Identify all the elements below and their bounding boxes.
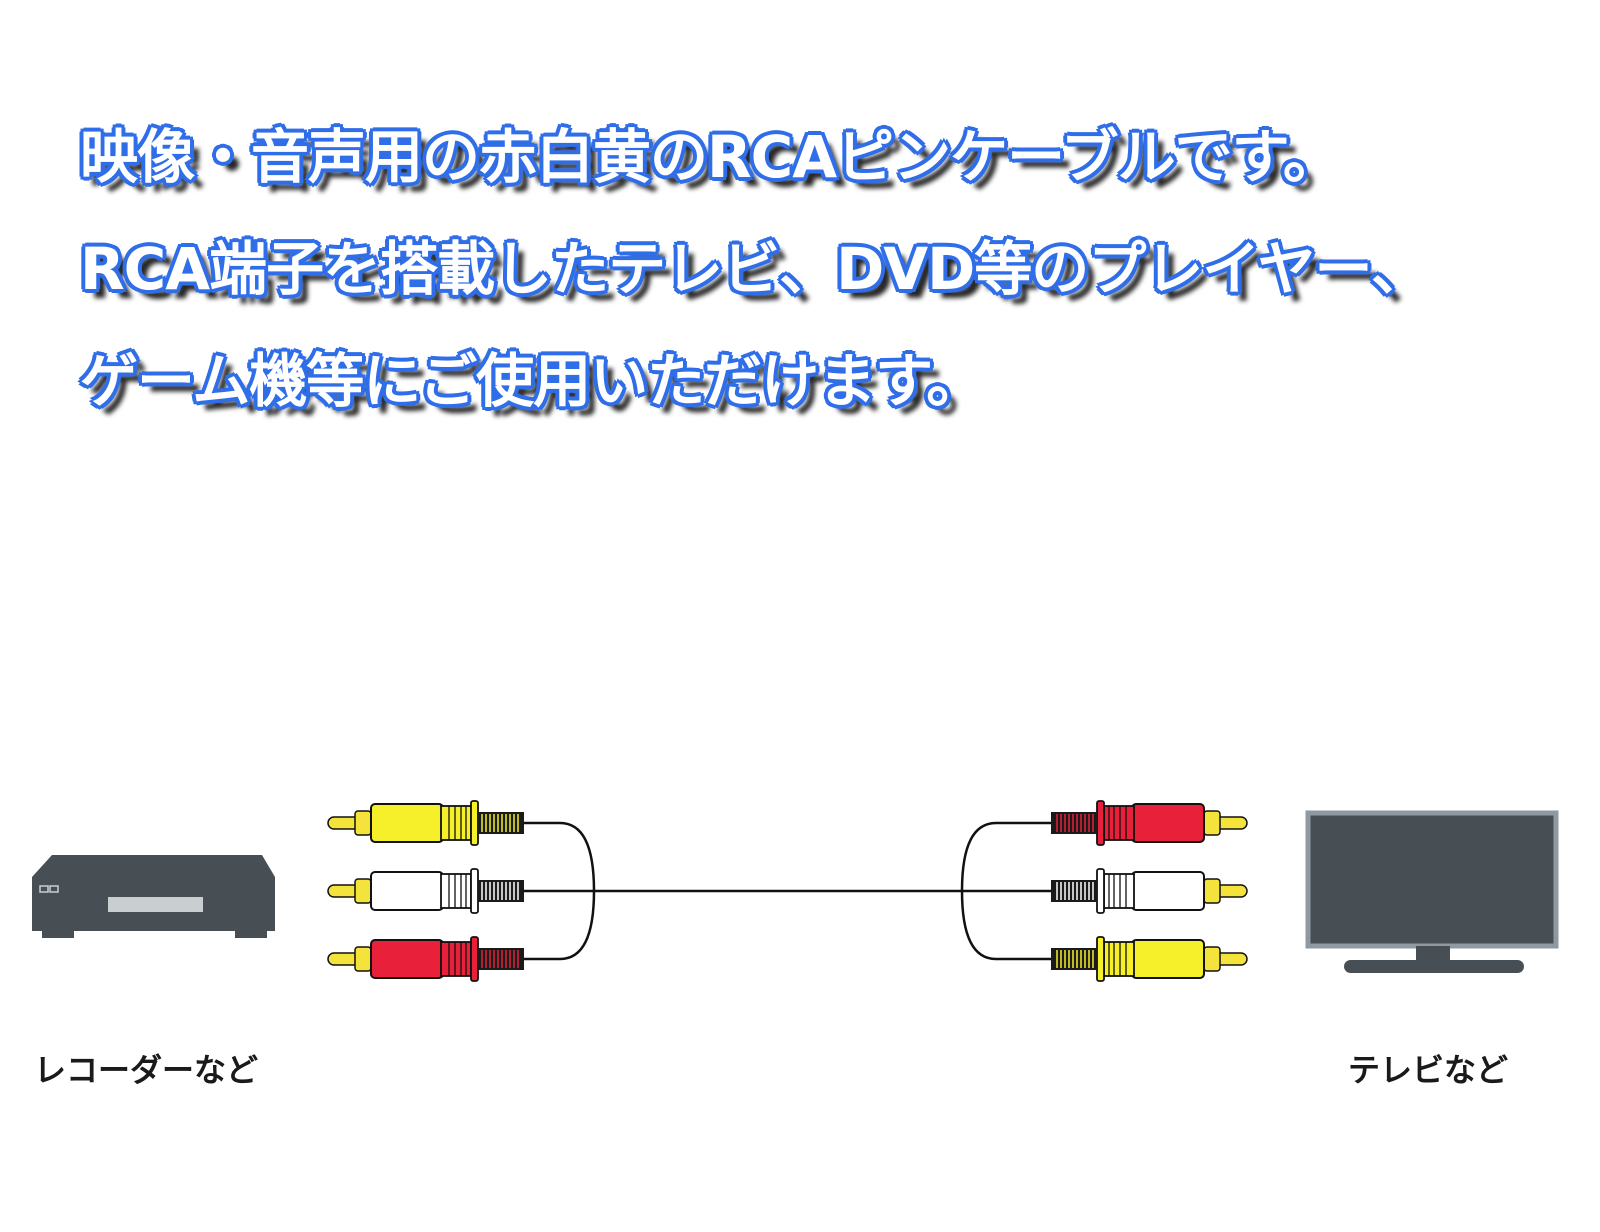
tv-icon <box>1305 810 1559 973</box>
tv-caption: テレビなど <box>1348 1051 1509 1089</box>
headline-line-1: 映像・音声用の赤白黄のRCAピンケーブルです。 <box>80 123 1341 191</box>
left-plug-white <box>327 868 525 914</box>
headline-line-3: ゲーム機等にご使用いただけます。 <box>80 347 984 415</box>
cable-wires <box>521 821 1076 961</box>
left-plug-red <box>327 936 525 982</box>
right-plug-red <box>1050 800 1248 846</box>
recorder-caption: レコーダーなど <box>34 1051 259 1089</box>
right-plug-white <box>1050 868 1248 914</box>
left-plug-yellow <box>327 800 525 846</box>
headline-line-2: RCA端子を搭載したテレビ、DVD等のプレイヤー、 <box>80 235 1429 303</box>
recorder-icon <box>32 855 275 938</box>
right-plug-yellow <box>1050 936 1248 982</box>
